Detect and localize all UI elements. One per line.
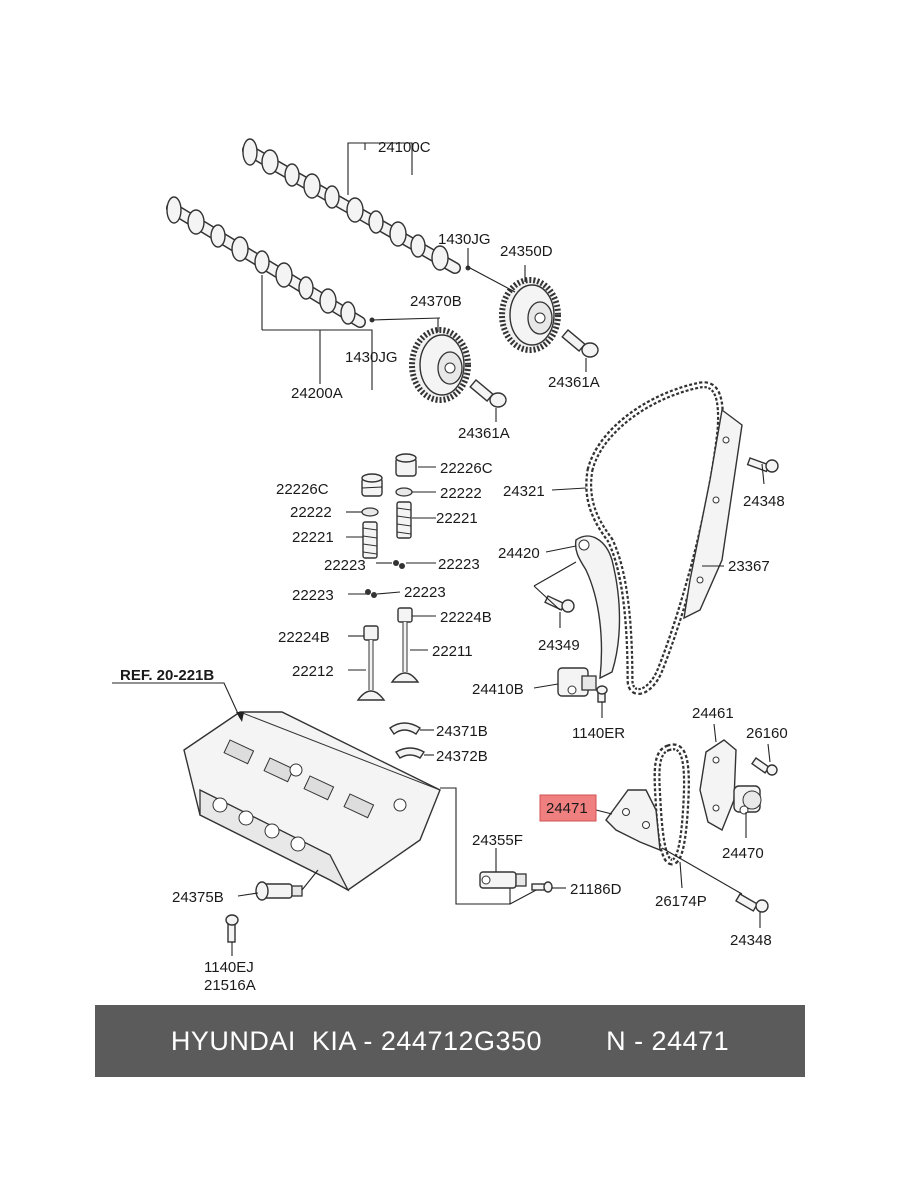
diagram-reference-number: N - 24471 <box>606 1025 730 1056</box>
label-24361A-upper: 24361A <box>548 374 600 391</box>
tensioner-24410B <box>557 667 597 697</box>
label-22226C-right: 22226C <box>440 460 493 477</box>
label-24371B: 24371B <box>436 723 488 740</box>
camshaft-lower <box>166 196 366 328</box>
label-22222-left: 22222 <box>290 504 332 521</box>
label-24471: 24471 <box>546 800 588 817</box>
label-22222-right: 22222 <box>440 485 482 502</box>
bolt-1140EJ <box>225 914 239 943</box>
label-24350D: 24350D <box>500 243 553 260</box>
banner-spacer <box>542 1026 606 1057</box>
label-ref-20-221B: REF. 20-221B <box>120 667 214 684</box>
label-26174P: 26174P <box>655 893 707 910</box>
label-22221-left: 22221 <box>292 529 334 546</box>
label-1430JG-upper: 1430JG <box>438 231 491 248</box>
label-24355F: 24355F <box>472 832 523 849</box>
label-24370B: 24370B <box>410 293 462 310</box>
label-23367: 23367 <box>728 558 770 575</box>
bearing-24372B <box>395 747 425 759</box>
label-24461: 24461 <box>692 705 734 722</box>
bolt-21186D <box>531 881 553 893</box>
label-22212: 22212 <box>292 663 334 680</box>
label-26160: 26160 <box>746 725 788 742</box>
label-21186D: 21186D <box>570 881 622 898</box>
label-1140EJ: 1140EJ <box>204 959 254 976</box>
label-24349: 24349 <box>538 637 580 654</box>
label-22223-c: 22223 <box>292 587 334 604</box>
camshaft-upper <box>242 138 461 274</box>
chain-guide-23367 <box>683 408 743 620</box>
label-24100C: 24100C <box>378 139 431 156</box>
bolt-24348-upper <box>746 457 779 473</box>
label-24410B: 24410B <box>472 681 524 698</box>
label-22223-a: 22223 <box>324 557 366 574</box>
label-1140ER: 1140ER <box>572 725 625 742</box>
label-22223-d: 22223 <box>404 584 446 601</box>
bolt-26160 <box>751 757 778 776</box>
label-22224B-left: 22224B <box>278 629 330 646</box>
bolt-1140ER <box>596 685 608 703</box>
part-number-banner: HYUNDAI KIA - 244712G350 N - 24471 <box>95 1005 805 1077</box>
cylinder-head <box>183 711 441 892</box>
sensor-24375B <box>255 881 303 901</box>
oil-pump-chain-26174P <box>653 743 690 866</box>
label-24420: 24420 <box>498 545 540 562</box>
bearing-24371B <box>389 722 421 736</box>
label-22226C-left: 22226C <box>276 481 329 498</box>
timing-chain-24321 <box>585 381 724 695</box>
label-22221-right: 22221 <box>436 510 478 527</box>
chain-guide-24471 <box>605 789 661 852</box>
label-22223-b: 22223 <box>438 556 480 573</box>
valve-train <box>356 453 420 701</box>
bolt-24348-lower <box>735 893 769 913</box>
label-24321: 24321 <box>503 483 545 500</box>
oil-control-valve-24355F <box>479 871 527 889</box>
label-24375B: 24375B <box>172 889 224 906</box>
bolt-24361A-upper <box>561 329 599 358</box>
label-24200A: 24200A <box>291 385 343 402</box>
sprocket-24350D <box>499 277 561 353</box>
label-21516A: 21516A <box>204 977 256 994</box>
label-24372B: 24372B <box>436 748 488 765</box>
label-24361A-lower: 24361A <box>458 425 510 442</box>
tensioner-24470 <box>733 785 762 815</box>
sprocket-24370B <box>409 327 471 403</box>
brand-part-number: HYUNDAI KIA - 244712G350 <box>170 1025 543 1056</box>
label-24348-upper: 24348 <box>743 493 785 510</box>
label-24348-lower: 24348 <box>730 932 772 949</box>
highlight-box <box>539 794 597 822</box>
label-22224B-right: 22224B <box>440 609 492 626</box>
chain-guide-24461 <box>699 739 737 832</box>
label-1430JG-lower: 1430JG <box>345 349 398 366</box>
bolt-24349 <box>544 595 575 613</box>
label-22211: 22211 <box>432 643 473 660</box>
tensioner-arm-24420 <box>574 535 621 680</box>
label-24470: 24470 <box>722 845 764 862</box>
bolt-24361A-lower <box>469 379 507 408</box>
